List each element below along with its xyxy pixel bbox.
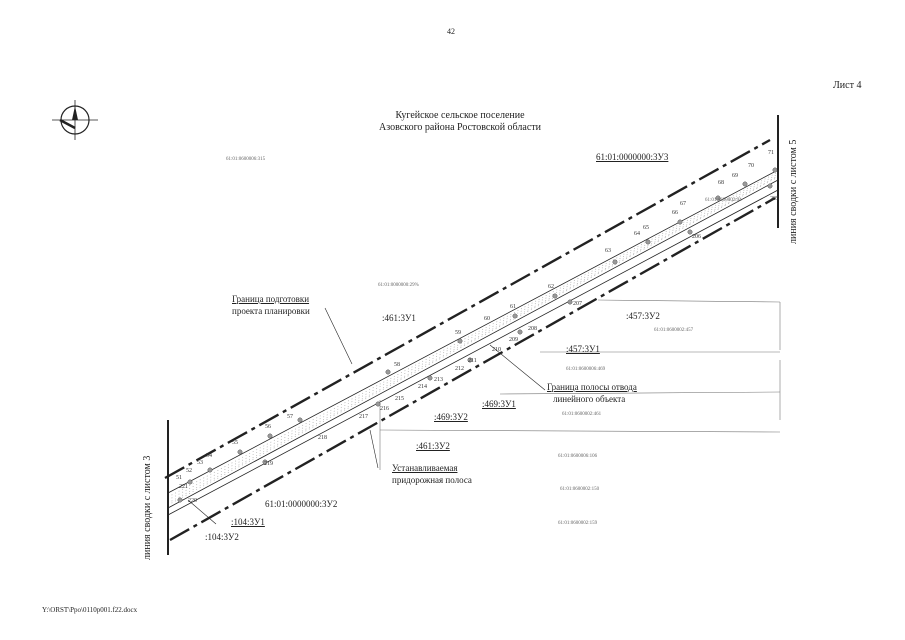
- planning-boundary: [164, 138, 776, 542]
- north-arrow-icon: [52, 100, 98, 140]
- parcel-label-457-zu1: :457:3У1: [566, 344, 600, 354]
- title-line-2: Азовского района Ростовской области: [379, 122, 541, 133]
- point-number: 210: [492, 347, 501, 353]
- cadastral-number: 61:01:0000000:29%: [378, 283, 419, 288]
- point-number: 59: [455, 330, 461, 336]
- point-number: 61: [510, 304, 516, 310]
- point-number: 54: [206, 453, 212, 459]
- parcel-label-469-zu1: :469:3У1: [482, 399, 516, 409]
- label-roadside-2: придорожная полоса: [392, 475, 472, 485]
- point-number: 215: [395, 396, 404, 402]
- point-number: 214: [418, 384, 427, 390]
- title-line-1: Кугейское сельское поселение: [395, 110, 525, 121]
- point-number: 66: [672, 210, 678, 216]
- point-number: 219: [264, 461, 273, 467]
- footer-file-path: Y:\ORST\Ppo\0110p001.f22.docx: [42, 606, 138, 614]
- sheet-join-lines: [167, 115, 779, 555]
- point-number: 60: [484, 316, 490, 322]
- map-title: Кугейское сельское поселение Азовского р…: [340, 110, 580, 134]
- point-number: 218: [318, 435, 327, 441]
- parcel-label-457-zu2: :457:3У2: [626, 311, 660, 321]
- point-number: 71: [768, 150, 774, 156]
- right-of-way-lines: [167, 169, 779, 516]
- point-number: 221: [179, 484, 188, 490]
- parcel-label-zu3-top: 61:01:0000000:3У3: [596, 152, 669, 162]
- cadastral-number: 61:01:0600006:315: [226, 157, 266, 162]
- cadastral-number: 61:01:0600002:150: [560, 487, 600, 492]
- leader-lines: [187, 307, 546, 525]
- point-number: 205: [770, 196, 779, 202]
- parcel-label-zu2-bottom: 61:01:0000000:3У2: [265, 499, 338, 509]
- sheet-label: Лист 4: [833, 80, 862, 91]
- point-number: 67: [680, 201, 686, 207]
- join-label-right: линия сводки с листом 5: [788, 139, 799, 244]
- point-number: 53: [197, 460, 203, 466]
- point-number: 208: [528, 326, 537, 332]
- point-number: 69: [732, 173, 738, 179]
- label-roadside-1: Устанавливаемая: [392, 463, 458, 473]
- point-number: 220: [188, 498, 197, 504]
- point-number: 56: [265, 424, 271, 430]
- cadastral-number: 61:01:0600006:469: [566, 367, 606, 372]
- point-number: 207: [573, 301, 582, 307]
- centerline-points: [177, 167, 778, 503]
- point-number: 211: [468, 358, 477, 364]
- point-number: 63: [605, 248, 611, 254]
- cadastral-number: 61:01:0600006:106: [558, 454, 598, 459]
- point-number: 52: [186, 468, 192, 474]
- point-number: 57: [287, 414, 293, 420]
- cadastral-number: 61:01:0600002:94: [705, 198, 742, 203]
- point-number: 65: [643, 225, 649, 231]
- join-label-left: линия сводки с листом 3: [142, 455, 153, 560]
- label-boundary-strip-2: линейного объекта: [553, 394, 626, 404]
- point-number: 212: [455, 366, 464, 372]
- parcel-label-461-zu2: :461:3У2: [416, 441, 450, 451]
- point-number: 58: [394, 362, 400, 368]
- point-number: 206: [692, 234, 701, 240]
- point-number: 68: [718, 180, 724, 186]
- point-number: 62: [548, 284, 554, 290]
- strip-hatching: [167, 171, 779, 506]
- cadastral-number: 61:01:0600002:159: [558, 521, 598, 526]
- point-number: 213: [434, 377, 443, 383]
- parcel-label-461-zu1: :461:3У1: [382, 313, 416, 323]
- label-boundary-strip-1: Граница полосы отвода: [547, 382, 637, 392]
- parcel-lines: [379, 299, 781, 470]
- cadastral-number: 61:01:0600002:457: [654, 328, 694, 333]
- label-boundary-planning-2: проекта планировки: [232, 306, 310, 316]
- cadastral-number: 61:01:0600002:461: [562, 412, 602, 417]
- label-boundary-planning-1: Граница подготовки: [232, 294, 310, 304]
- point-number: 64: [634, 231, 640, 237]
- point-number: 209: [509, 337, 518, 343]
- point-number: 55: [232, 440, 238, 446]
- point-number: 217: [359, 414, 368, 420]
- parcel-label-104-zu2: :104:3У2: [205, 532, 239, 542]
- page-number: 42: [447, 27, 455, 36]
- point-number: 70: [748, 163, 754, 169]
- point-number: 51: [176, 475, 182, 481]
- parcel-label-469-zu2: :469:3У2: [434, 412, 468, 422]
- point-number: 216: [380, 406, 389, 412]
- parcel-label-104-zu1: :104:3У1: [231, 517, 265, 527]
